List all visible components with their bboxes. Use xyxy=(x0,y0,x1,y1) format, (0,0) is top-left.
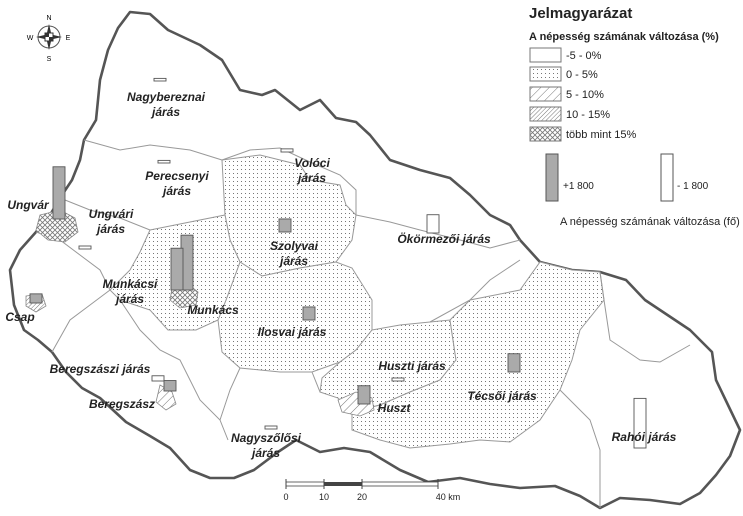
legend-label-3: 10 - 15% xyxy=(566,109,610,121)
bar-district-nagyszolosi xyxy=(264,425,278,430)
label-perecsenyi: Perecsenyi xyxy=(145,169,209,183)
legend-bar-positive-label: +1 800 xyxy=(563,181,594,192)
city-labels: Ungvár Munkács Csap Beregszász Huszt xyxy=(5,198,411,415)
label-ungvari: Ungvári xyxy=(89,207,134,221)
legend-swatch-0 xyxy=(529,47,562,63)
bar-district-perecsenyi xyxy=(157,159,171,164)
bar-district-ungvari xyxy=(78,245,92,250)
legend-swatch-3 xyxy=(529,106,562,122)
compass-n: N xyxy=(46,15,51,22)
legend-bar-positive xyxy=(545,153,559,202)
district-labels: Nagybereznai járás Perecsenyi járás Voló… xyxy=(50,90,677,460)
label-beregszaszi: Beregszászi járás xyxy=(50,362,151,376)
label-ilosvai: Ilosvai járás xyxy=(258,325,327,339)
label-munkacs: Munkács xyxy=(187,303,239,317)
label-szolyvai: Szolyvai xyxy=(270,239,319,253)
legend-bar-caption: A népesség számának változása (fő) xyxy=(560,216,740,228)
bar-district-okormezoi xyxy=(426,214,440,234)
label-nagyszolosi: Nagyszőlősi xyxy=(231,431,302,445)
compass-icon: N S E W xyxy=(27,15,71,63)
label-jaras: járás xyxy=(278,254,308,268)
legend-label-2: 5 - 10% xyxy=(566,89,604,101)
legend-swatch-4 xyxy=(529,126,562,142)
bar-district-szolyvai xyxy=(278,218,292,233)
bar-city-csap xyxy=(29,293,43,304)
label-tecsoi: Técsői járás xyxy=(467,389,537,403)
bar-district-beregszaszi xyxy=(151,375,165,382)
label-huszti: Huszti járás xyxy=(378,359,446,373)
label-jaras: járás xyxy=(250,446,280,460)
bar-city-ungvar xyxy=(52,166,66,220)
bar-district-rahoi xyxy=(633,397,647,449)
label-jaras: járás xyxy=(161,184,191,198)
legend-label-0: -5 - 0% xyxy=(566,50,602,62)
legend-bar-negative-label: - 1 800 xyxy=(677,181,709,192)
scale-tick-3: 40 km xyxy=(436,492,461,502)
legend: Jelmagyarázat A népesség számának változ… xyxy=(529,5,740,228)
legend-label-4: több mint 15% xyxy=(566,129,637,141)
label-jaras: járás xyxy=(114,292,144,306)
label-munkacsi: Munkácsi xyxy=(103,277,158,291)
label-voloci: Volóci xyxy=(294,156,330,170)
bar-district-ilosvai xyxy=(302,306,316,321)
scale-bar: 0 10 20 40 km xyxy=(283,479,460,502)
label-jaras: járás xyxy=(95,222,125,236)
legend-bar-negative xyxy=(660,153,674,202)
scale-tick-1: 10 xyxy=(319,492,329,502)
bar-city-munkacs xyxy=(170,247,184,291)
bar-district-nagybereznai xyxy=(153,77,167,82)
compass-s: S xyxy=(47,56,52,63)
scale-tick-0: 0 xyxy=(283,492,288,502)
label-beregszasz: Beregszász xyxy=(89,397,155,411)
label-nagybereznai: Nagybereznai xyxy=(127,90,206,104)
label-jaras: járás xyxy=(150,105,180,119)
bar-district-tecsoi xyxy=(507,353,521,373)
compass-w: W xyxy=(27,35,34,42)
bar-city-huszt xyxy=(357,385,371,405)
label-huszt: Huszt xyxy=(378,401,412,415)
label-okormezoi: Ökörmezői járás xyxy=(397,231,491,246)
legend-swatch-1 xyxy=(529,66,562,82)
legend-swatch-2 xyxy=(529,86,562,102)
bar-district-huszti xyxy=(391,377,405,382)
district-fill-tecsoi xyxy=(351,261,605,449)
compass-e: E xyxy=(66,35,71,42)
district-borders xyxy=(35,139,691,508)
label-jaras: járás xyxy=(296,171,326,185)
legend-title: Jelmagyarázat xyxy=(529,5,632,22)
label-rahoi: Rahói járás xyxy=(612,430,677,444)
legend-subtitle: A népesség számának változása (%) xyxy=(529,31,719,43)
bar-city-beregszasz xyxy=(163,380,177,392)
label-csap: Csap xyxy=(5,310,34,324)
bar-district-voloci xyxy=(280,148,294,153)
legend-label-1: 0 - 5% xyxy=(566,69,598,81)
scale-tick-2: 20 xyxy=(357,492,367,502)
label-ungvar: Ungvár xyxy=(7,198,50,212)
